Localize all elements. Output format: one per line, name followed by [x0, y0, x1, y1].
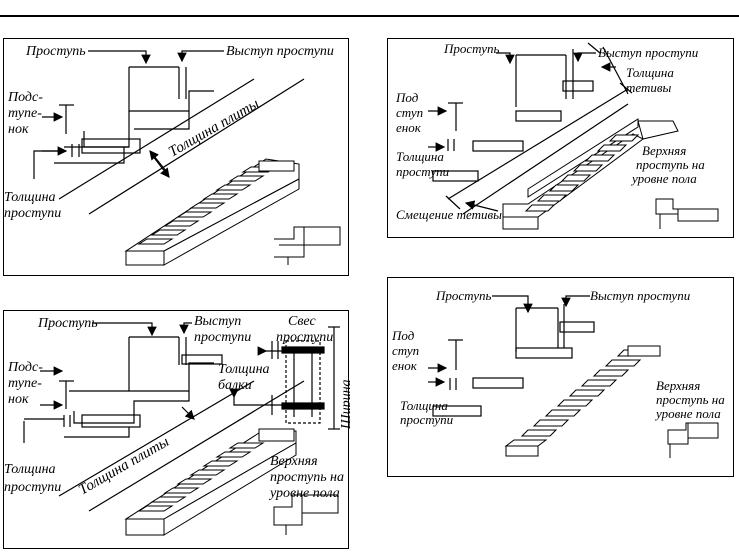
label-riser-1: Под [395, 90, 419, 105]
slab-stair-diagram: Проступь Выступ проступи Подс- тупе- нок… [4, 44, 341, 266]
panel-open-stair: Проступь Выступ проступи Под ступ енок Т… [387, 277, 734, 477]
label-top-3: уровне пола [654, 406, 721, 421]
label-nosing: Выступ проступи [590, 288, 691, 303]
top-step-detail [274, 226, 341, 265]
label-top-3: уровне пола [268, 486, 340, 501]
label-riser-2: ступ [392, 343, 419, 358]
label-tread-thick-1: Толщина [4, 462, 56, 477]
beam-stair-3d [124, 428, 297, 536]
label-stringer-thick-2: тетивы [626, 80, 672, 95]
beam-stair-diagram: Проступь Выступ проступи Свес проступи П… [4, 314, 350, 536]
label-riser-3: нок [8, 122, 29, 137]
header-rule [0, 15, 739, 17]
label-tread-thick-2: проступи [4, 206, 61, 221]
label-top-1: Верхняя [656, 378, 700, 393]
panel-stringer-stair: Проступь Выступ проступи Толщина тетивы … [387, 38, 734, 238]
label-riser-3: нок [8, 392, 29, 407]
top-step-detail [273, 494, 339, 535]
label-slab: Толщина плиты [76, 434, 172, 499]
label-overhang-2: проступи [276, 330, 333, 345]
label-tread-thick-2: проступи [4, 480, 61, 495]
stringer-section [428, 42, 633, 215]
label-riser-2: ступ [396, 105, 423, 120]
label-tread-thick-1: Толщина [4, 190, 56, 205]
label-nosing: Выступ проступи [226, 44, 334, 59]
open-stair-diagram: Проступь Выступ проступи Под ступ енок Т… [391, 288, 725, 458]
label-riser-3: енок [396, 120, 422, 135]
label-top-3: уровне пола [630, 171, 697, 186]
label-riser-3: енок [392, 358, 418, 373]
label-nosing-2: проступи [194, 330, 251, 345]
top-step-detail [655, 198, 719, 229]
label-slab: Толщина плиты [166, 96, 262, 161]
label-tread-thick-1: Толщина [396, 149, 444, 164]
label-beam-1: Толщина [218, 362, 270, 377]
label-top-1: Верхняя [270, 454, 318, 469]
label-nosing: Выступ проступи [598, 45, 699, 60]
label-riser-2: тупе- [8, 106, 42, 121]
label-top-2: проступь на [270, 470, 344, 485]
label-top-2: проступь на [636, 157, 705, 172]
stringer-stair-diagram: Проступь Выступ проступи Толщина тетивы … [395, 41, 719, 230]
label-top-1: Верхняя [642, 143, 686, 158]
label-width: Ширина [339, 379, 350, 430]
step-section [33, 50, 305, 215]
label-offset: Смещение тетивы [396, 207, 502, 222]
panel-slab-stair: Проступь Выступ проступи Подс- тупе- нок… [3, 38, 349, 276]
panel-beam-stair: Проступь Выступ проступи Свес проступи П… [3, 310, 350, 549]
label-stringer-thick-1: Толщина [626, 65, 674, 80]
label-tread-thick-1: Толщина [400, 398, 448, 413]
label-overhang-1: Свес [288, 314, 316, 329]
label-riser-1: Подс- [7, 360, 43, 375]
label-top-2: проступь на [656, 392, 725, 407]
open-section [428, 295, 595, 417]
label-riser-1: Подс- [7, 90, 43, 105]
open-stair-3d [504, 345, 661, 457]
label-nosing-1: Выступ [194, 314, 241, 329]
label-tread-thick-2: проступи [396, 164, 450, 179]
beam-section [23, 322, 340, 512]
label-tread-thick-2: проступи [400, 412, 454, 427]
label-tread: Проступь [37, 316, 98, 331]
label-riser-2: тупе- [8, 376, 42, 391]
label-beam-2: балки [218, 378, 252, 393]
label-riser-1: Под [391, 328, 415, 343]
label-tread: Проступь [25, 44, 86, 59]
label-tread: Проступь [443, 41, 499, 56]
stair-3d [124, 158, 300, 266]
stringer-stair-3d [502, 118, 679, 230]
top-step-detail [667, 422, 719, 458]
label-tread: Проступь [435, 288, 491, 303]
